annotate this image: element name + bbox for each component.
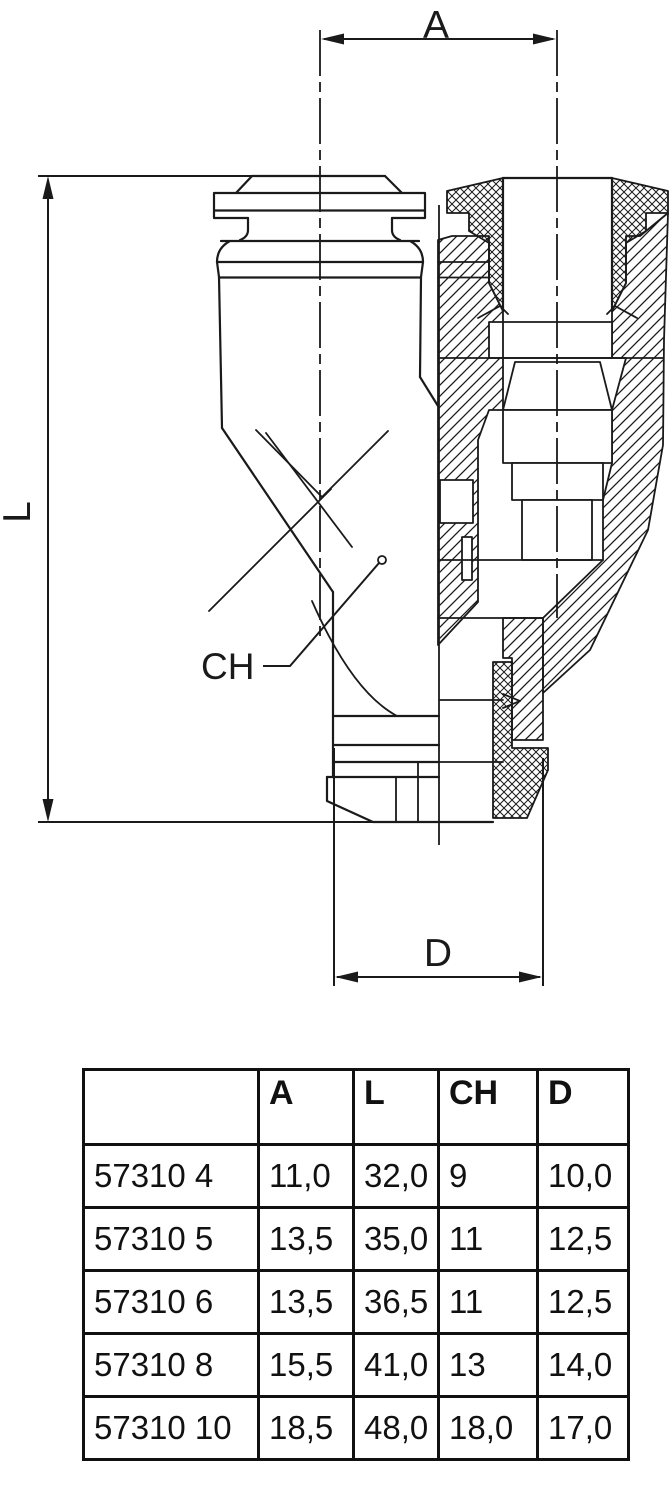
table-row: 57310 8 15,5 41,0 13 14,0: [82, 1332, 630, 1398]
dim-d-cell: 12,5: [536, 1206, 630, 1272]
dimension-d: D: [333, 748, 544, 986]
part-number-cell: 57310 5: [82, 1206, 260, 1272]
dim-ch-cell: 11: [437, 1206, 539, 1272]
technical-drawing: A L D CH: [0, 4, 669, 986]
arrowhead: [335, 971, 358, 983]
dim-l-cell: 48,0: [352, 1395, 440, 1461]
dim-d-cell: 17,0: [536, 1395, 630, 1461]
dim-a-cell: 11,0: [257, 1143, 355, 1209]
dimension-a: A: [321, 4, 556, 47]
dim-l-cell: 41,0: [352, 1332, 440, 1398]
arrowhead: [321, 33, 344, 45]
dim-l-cell: 32,0: [352, 1143, 440, 1209]
arrowhead: [42, 799, 54, 822]
dim-a-label: A: [423, 4, 449, 47]
part-number-cell: 57310 8: [82, 1332, 260, 1398]
fitting-section-drawing: A L D CH: [0, 4, 669, 986]
table-row: 57310 5 13,5 35,0 11 12,5: [82, 1206, 630, 1272]
ch-reference-dot: [377, 555, 387, 565]
dim-ch-cell: 13: [437, 1332, 539, 1398]
arrowhead: [519, 971, 542, 983]
header-d: D: [536, 1068, 630, 1146]
body-wall-left: [437, 235, 504, 646]
part-number-cell: 57310 6: [82, 1269, 260, 1335]
table-row: 57310 6 13,5 36,5 11 12,5: [82, 1269, 630, 1335]
wall-window-2: [461, 536, 473, 581]
header-part: [82, 1068, 260, 1146]
dim-l-label: L: [0, 501, 39, 523]
table-row: 57310 4 11,0 32,0 9 10,0: [82, 1143, 630, 1209]
dim-d-label: D: [424, 932, 452, 975]
part-number-cell: 57310 10: [82, 1395, 260, 1461]
header-l: L: [352, 1068, 440, 1146]
dim-a-cell: 18,5: [257, 1395, 355, 1461]
dim-d-cell: 10,0: [536, 1143, 630, 1209]
dim-a-cell: 15,5: [257, 1332, 355, 1398]
dimension-l: L: [0, 175, 373, 823]
arrowhead: [42, 176, 54, 199]
bore-step-1: [502, 409, 613, 464]
centerlines: [319, 30, 558, 845]
dim-ch-cell: 18,0: [437, 1395, 539, 1461]
dimension-table: A L CH D 57310 4 11,0 32,0 9 10,0 57310 …: [82, 1068, 630, 1461]
dim-a-cell: 13,5: [257, 1206, 355, 1272]
dim-l-cell: 35,0: [352, 1206, 440, 1272]
dim-ch-cell: 9: [437, 1143, 539, 1209]
dim-ch-cell: 11: [437, 1269, 539, 1335]
section-hatch-regions: [437, 177, 669, 819]
seal-collar: [492, 661, 549, 819]
dim-d-cell: 12,5: [536, 1269, 630, 1335]
arrowhead: [533, 33, 556, 45]
ch-label: CH: [201, 646, 254, 687]
table-row: 57310 10 18,5 48,0 18,0 17,0: [82, 1395, 630, 1461]
part-number-cell: 57310 4: [82, 1143, 260, 1209]
dim-l-cell: 36,5: [352, 1269, 440, 1335]
callout-ch: CH: [201, 555, 387, 687]
header-a: A: [257, 1068, 355, 1146]
dim-d-cell: 14,0: [536, 1332, 630, 1398]
header-ch: CH: [437, 1068, 539, 1146]
fitting-outline: [208, 174, 664, 824]
table-header-row: A L CH D: [82, 1068, 630, 1146]
wall-window-1: [439, 479, 474, 524]
dim-a-cell: 13,5: [257, 1269, 355, 1335]
